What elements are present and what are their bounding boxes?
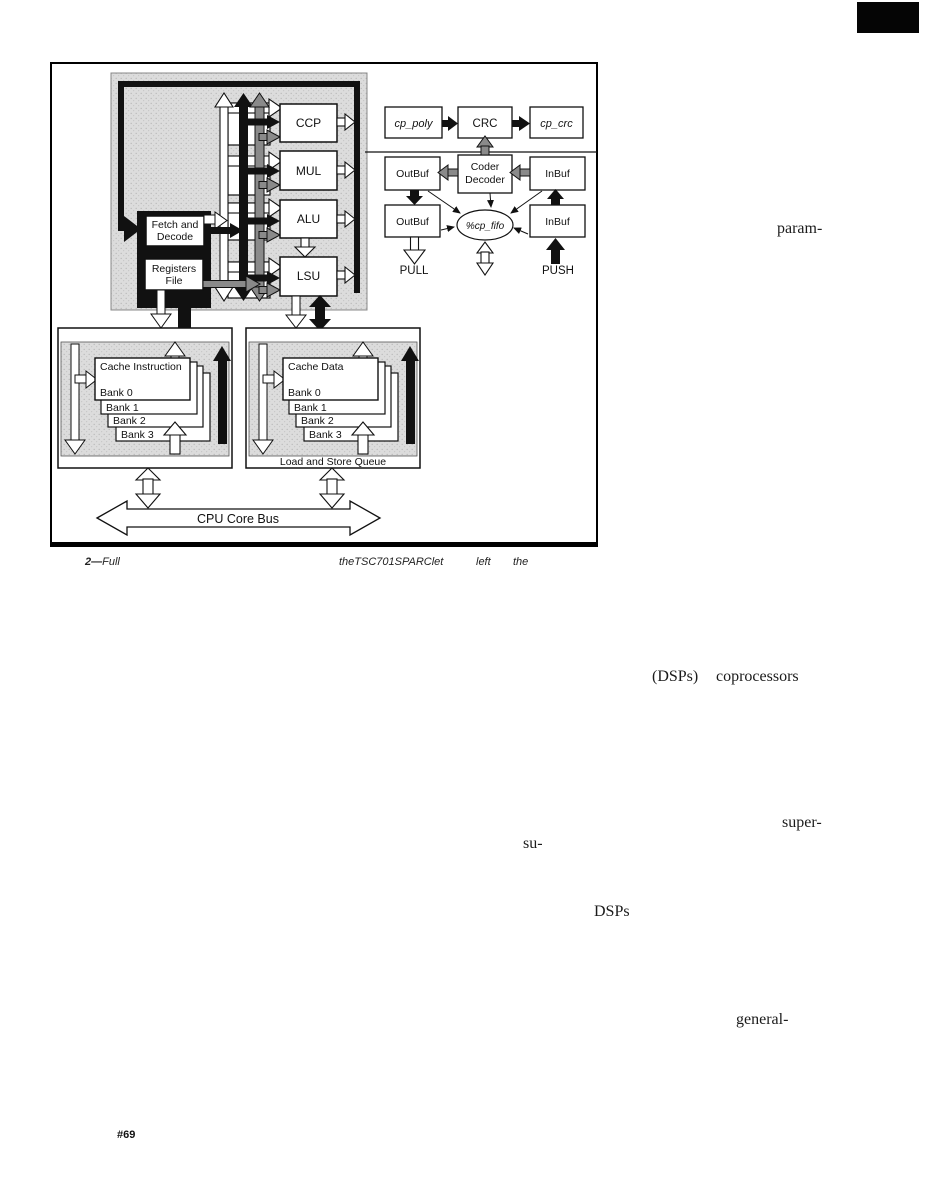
- fetch-output-arrows: [203, 211, 243, 238]
- registers-file-box: [144, 258, 204, 291]
- registers-file-label-2: File: [166, 275, 183, 287]
- buffer-black-arrows: [406, 189, 564, 205]
- outbuf-top-label: OutBuf: [396, 168, 429, 180]
- unit-label-alu: ALU: [297, 212, 320, 226]
- cpu-core-bus-arrow-icon: [95, 499, 382, 537]
- corner-logo-block: [857, 2, 919, 33]
- icache-banks: [94, 357, 211, 442]
- crc-chain-arrows: [442, 116, 530, 131]
- fragment-dsps-paren: (DSPs): [652, 668, 699, 685]
- fetch-decode-label-2: Decode: [157, 231, 193, 243]
- cpu-core: Fetch and Decode Registers File: [110, 72, 368, 331]
- icache-bank1-label: Bank 1: [106, 402, 139, 414]
- gray-bus-arrows: [258, 129, 282, 298]
- figure-border-bottom: [50, 542, 598, 547]
- unit-boxes: [279, 103, 338, 297]
- icache-bank0-label: Bank 0: [100, 387, 133, 399]
- cache-data-block: Cache Data Bank 0 Bank 1 Bank 2 Bank 3 L…: [245, 327, 421, 469]
- core-bus-line-right: [354, 81, 360, 293]
- core-to-dcache-arrows: [284, 295, 331, 331]
- unit-label-lsu: LSU: [297, 269, 320, 283]
- cp-fifo-label: %cp_fifo: [466, 221, 505, 232]
- fragment-su: su-: [523, 835, 543, 852]
- figure-2-diagram: Fetch and Decode Registers File: [50, 62, 598, 547]
- alu-lsu-arrow-icon: [293, 237, 317, 258]
- icache-bank3-label: Bank 3: [121, 429, 154, 441]
- crc-label: CRC: [473, 118, 498, 130]
- icache-title: Cache Instruction: [100, 361, 182, 373]
- pull-label: PULL: [400, 265, 429, 277]
- icache-black-up-arrow-icon: [213, 346, 231, 444]
- inbuf-bottom-label: InBuf: [545, 216, 570, 228]
- caption-word-left: left: [476, 556, 491, 568]
- cache-instruction-block: Cache Instruction Bank 0 Bank 1 Bank 2 B…: [57, 327, 233, 469]
- dcache-title: Cache Data: [288, 361, 344, 373]
- coder-gray-arrows: [437, 135, 531, 181]
- cp-poly-label: cp_poly: [395, 118, 434, 130]
- fragment-general: general-: [736, 1011, 789, 1028]
- caption-word-full: Full: [102, 556, 120, 568]
- fragment-dsps: DSPs: [594, 903, 630, 920]
- outbuf-bottom-label: OutBuf: [396, 216, 429, 228]
- caption-word-the: the: [513, 556, 529, 568]
- dcache-mid-up-arrow-icon: [350, 421, 376, 455]
- caption-chip-name: theTSC701SPARClet: [339, 556, 444, 568]
- coder-label-1: Coder: [471, 161, 500, 173]
- fifo-thin-arrows: [427, 190, 543, 235]
- fragment-coprocessors: coprocessors: [716, 668, 799, 685]
- registers-file-label-1: Registers: [152, 263, 196, 275]
- coder-label-2: Decoder: [465, 174, 505, 186]
- page-number: #69: [117, 1129, 136, 1141]
- core-bus-line-top: [118, 81, 360, 87]
- core-bus-arrowhead-icon: [124, 216, 141, 242]
- dcache-banks: [282, 357, 399, 442]
- fragment-param: param-: [777, 220, 823, 237]
- cp-crc-label: cp_crc: [540, 118, 573, 130]
- push-arrow-icon: [546, 238, 565, 264]
- core-to-icache-arrows: [150, 289, 191, 329]
- fragment-super: super-: [782, 814, 822, 831]
- cpu-core-bus-label: CPU Core Bus: [197, 512, 279, 526]
- black-bus-arrows: [243, 115, 280, 285]
- inbuf-top-label: InBuf: [545, 168, 570, 180]
- dcache-internal-arrows: [252, 341, 374, 455]
- cp-fifo-ellipse: [456, 209, 514, 241]
- caption-number: 2—: [85, 556, 103, 568]
- icache-bank2-label: Bank 2: [113, 415, 146, 427]
- white-bus-arrows: [227, 97, 283, 278]
- unit-label-ccp: CCP: [296, 116, 321, 130]
- unit-output-arrows: [336, 112, 356, 285]
- dcache-bank1-label: Bank 1: [294, 402, 327, 414]
- icache-mid-up-arrow-icon: [162, 421, 188, 455]
- fetch-decode-box: [145, 215, 205, 247]
- registers-output-arrow: [202, 275, 262, 293]
- processor-block-diagram: Fetch and Decode Registers File: [50, 62, 598, 547]
- cache-to-bus-arrows: [134, 467, 346, 509]
- dcache-black-up-arrow-icon: [401, 346, 419, 444]
- fifo-double-arrow-icon: [475, 241, 495, 276]
- figure-caption: 2—Full theTSC701SPARClet left the: [50, 556, 598, 574]
- fetch-decode-label-1: Fetch and: [152, 219, 199, 231]
- dcache-bank3-label: Bank 3: [309, 429, 342, 441]
- load-store-queue-label: Load and Store Queue: [280, 456, 386, 468]
- push-label: PUSH: [542, 265, 574, 277]
- unit-label-mul: MUL: [296, 164, 322, 178]
- pull-arrow-icon: [402, 236, 427, 265]
- dcache-bank0-label: Bank 0: [288, 387, 321, 399]
- dcache-bank2-label: Bank 2: [301, 415, 334, 427]
- core-bus-line-left: [118, 81, 124, 231]
- coprocessor-diagram: cp_poly CRC cp_crc OutBuf Coder Decoder …: [365, 106, 597, 277]
- cpu-core-bus: CPU Core Bus: [95, 467, 382, 537]
